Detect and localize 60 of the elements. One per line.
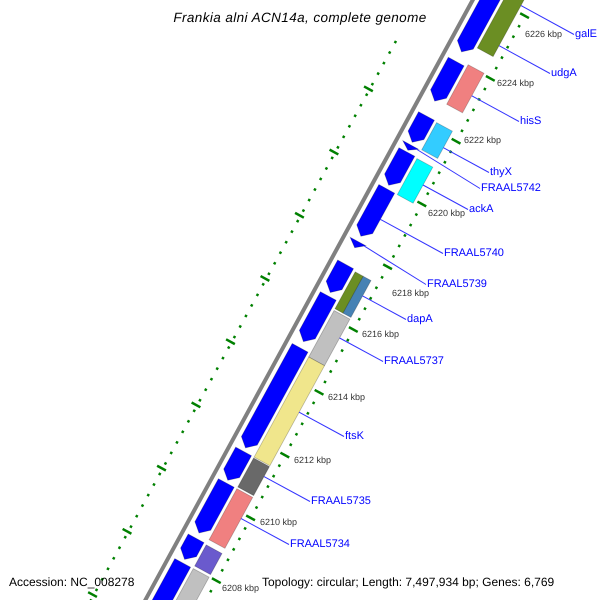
gene-block bbox=[223, 446, 252, 481]
leader-line bbox=[380, 218, 444, 254]
gene-block bbox=[194, 478, 235, 534]
scale-label: 6208 kbp bbox=[222, 584, 260, 593]
gene-block bbox=[326, 259, 354, 293]
leader-line bbox=[442, 147, 490, 173]
gene-label: ftsK bbox=[345, 431, 364, 442]
leader-line bbox=[339, 338, 384, 362]
gene-label: FRAAL5735 bbox=[311, 496, 371, 507]
gene-label: udgA bbox=[551, 68, 577, 79]
leader-line bbox=[422, 184, 468, 210]
gene-block bbox=[384, 147, 416, 186]
leader-line bbox=[264, 476, 310, 502]
scale-label: 6224 kbp bbox=[497, 79, 534, 88]
gene-marker bbox=[349, 236, 368, 248]
gene-marker bbox=[402, 140, 420, 151]
gene-bar bbox=[334, 271, 364, 314]
gene-block bbox=[240, 342, 309, 448]
gene-bar bbox=[396, 158, 434, 204]
gene-block bbox=[180, 533, 205, 560]
leader-line bbox=[364, 246, 426, 285]
leader-line bbox=[240, 518, 290, 545]
leader-line bbox=[416, 149, 480, 189]
gene-label: FRAAL5739 bbox=[427, 279, 487, 290]
gene-bar bbox=[308, 310, 350, 366]
accession-text: Accession: NC_008278 bbox=[9, 576, 134, 588]
gene-label: ackA bbox=[469, 204, 494, 215]
scale-label: 6222 kbp bbox=[464, 136, 502, 145]
scale-label: 6218 kbp bbox=[392, 289, 430, 298]
gene-label: thyX bbox=[490, 167, 512, 178]
gene-bar bbox=[342, 276, 372, 318]
gene-block bbox=[408, 111, 435, 143]
gene-label: dapA bbox=[407, 314, 433, 325]
map-title: Frankia alni ACN14a, complete genome bbox=[172, 11, 428, 24]
leader-line bbox=[362, 295, 406, 320]
scale-label: 6226 kbp bbox=[525, 30, 562, 39]
scale-label: 6212 kbp bbox=[294, 456, 332, 465]
gene-label: FRAAL5742 bbox=[481, 183, 541, 194]
scale-label: 6214 kbp bbox=[328, 393, 366, 402]
leader-line bbox=[520, 5, 574, 35]
gene-bar bbox=[208, 488, 254, 549]
scale-label: 6216 kbp bbox=[362, 330, 400, 339]
leader-line bbox=[498, 45, 550, 74]
genome-stats-text: Topology: circular; Length: 7,497,934 bp; Genes: 6,769 bbox=[262, 576, 554, 588]
gene-block bbox=[356, 184, 396, 237]
leader-line bbox=[298, 412, 344, 437]
leader-line bbox=[471, 95, 520, 122]
gene-label: hisS bbox=[520, 116, 542, 127]
gene-bar bbox=[194, 544, 223, 576]
gene-block bbox=[298, 291, 337, 342]
scale-label: 6210 kbp bbox=[260, 518, 298, 527]
gene-block bbox=[430, 56, 465, 102]
gene-bar bbox=[446, 64, 485, 114]
gene-label: FRAAL5734 bbox=[290, 539, 350, 550]
gene-bar bbox=[421, 122, 453, 159]
scale-label: 6220 kbp bbox=[428, 209, 466, 218]
gene-label: galE bbox=[575, 29, 598, 40]
gene-label: FRAAL5740 bbox=[444, 248, 504, 259]
gene-bar bbox=[237, 457, 270, 496]
gene-label: FRAAL5737 bbox=[384, 356, 444, 367]
